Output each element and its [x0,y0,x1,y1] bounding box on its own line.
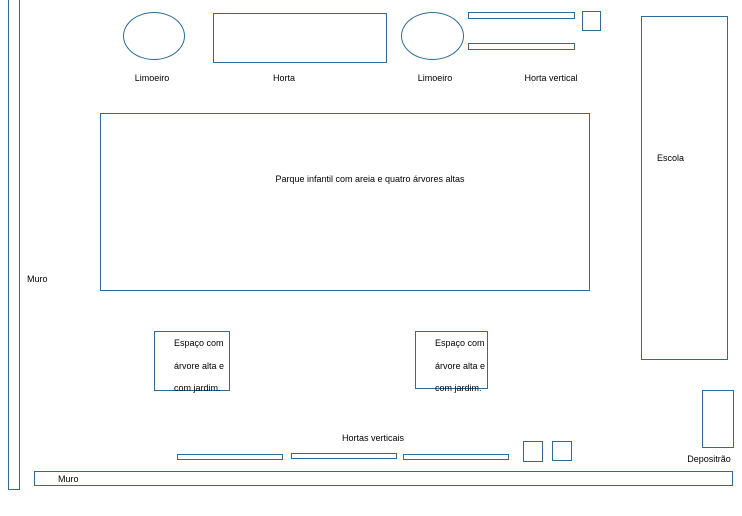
limoeiro-right-shape [401,12,464,60]
bottom-wall [34,471,733,486]
espaco-arvore-left: Espaço com árvore alta e com jardim. [154,331,230,393]
espaco-left-line-1: Espaço com [174,338,224,348]
espaco-right-line-1: Espaço com [435,338,485,348]
depositrao-label: Depositrão [687,454,731,464]
escola-label: Escola [657,153,685,163]
horta-vertical-box [582,11,601,31]
horta-vertical-bar-top [468,12,575,19]
limoeiro-right-label: Limoeiro [417,73,453,83]
horta-label: Horta [272,73,296,83]
espaco-left-line-2: árvore alta e [174,360,225,371]
horta-vertical-label: Horta vertical [524,73,578,83]
muro-left-label: Muro [27,274,48,284]
limoeiro-left-label: Limoeiro [134,73,170,83]
espaco-right-line-2: árvore alta e [435,360,486,371]
horta-vertical-bar-2 [291,453,397,459]
espaco-left-line-3: com jardim. [174,383,221,393]
horta-vertical-bar-1 [177,454,283,460]
espaco-arvore-right: Espaço com árvore alta e com jardim. [415,331,488,393]
espaco-right-line-3: com jardim. [435,383,482,393]
horta-vertical-bar-3 [403,454,509,460]
escola-building [641,16,728,360]
horta-shape [213,13,387,63]
parque-label: Parque infantil com areia e quatro árvor… [275,174,465,184]
parque-infantil-area [100,113,590,291]
depositrao-box [702,390,734,448]
left-wall [8,0,20,490]
hortas-verticais-label: Hortas verticais [341,433,405,443]
small-box-2 [552,441,572,461]
small-box-1 [523,441,543,462]
limoeiro-left-shape [123,12,185,60]
muro-bottom-label: Muro [58,474,79,484]
horta-vertical-bar-bottom [468,43,575,50]
